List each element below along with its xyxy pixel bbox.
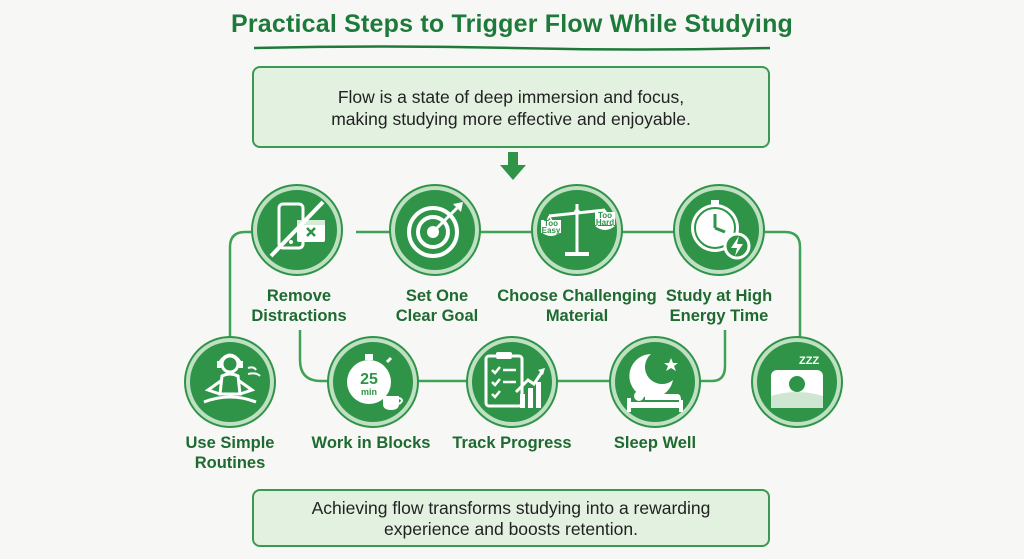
label-line-2: Clear Goal [395,307,479,325]
zzz-text: ZZZ [799,355,819,367]
step-label-sleep-well: Sleep Well [570,433,740,453]
label-line-1: Remove [266,287,332,305]
outro-line-2: experience and boosts retention. [384,519,638,539]
label-line-2: Material [545,307,609,325]
checklist-chart-icon [484,352,545,408]
step-high-energy-time [675,186,763,274]
step-sleeping-person: ZZZ [753,338,841,426]
step-track-progress [468,338,556,426]
step-set-goal [391,186,479,274]
label-line-2: Routines [194,454,266,472]
timer-value: 25 [360,371,378,388]
label-line-1: Set One [405,287,469,305]
label-line-1: Work in Blocks [311,434,431,452]
meditation-icon [203,353,261,404]
step-label-simple-routines: Use Simple Routines [145,433,315,473]
scale-label-too: Too [598,211,612,220]
timer-coffee-icon: 25 min [347,354,403,410]
title-underline [253,45,771,51]
clock-energy-icon [691,200,751,260]
intro-box: Flow is a state of deep immersion and fo… [252,66,770,148]
intro-line-2: making studying more effective and enjoy… [331,109,691,129]
step-label-challenging-material: Choose Challenging Material [492,286,662,326]
label-line-2: Distractions [251,307,347,325]
intro-line-1: Flow is a state of deep immersion and fo… [337,87,685,107]
step-remove-distractions [253,186,341,274]
step-challenging-material: Too Easy Too Hard [533,186,621,274]
step-label-high-energy-time: Study at High Energy Time [634,286,804,326]
down-arrow-icon [500,152,526,180]
timer-unit: min [361,387,377,397]
step-work-in-blocks: 25 min [329,338,417,426]
moon-bed-icon [627,354,683,412]
intro-text: Flow is a state of deep immersion and fo… [254,86,768,130]
label-line-1: Track Progress [452,434,572,452]
phone-distraction-icon [269,200,325,258]
step-simple-routines [186,338,274,426]
label-line-1: Choose Challenging [497,287,657,305]
scale-label-easy: Easy [542,226,561,235]
label-line-1: Study at High [665,287,773,305]
sleeping-person-icon: ZZZ [771,355,823,408]
step-label-set-goal: Set One Clear Goal [352,286,522,326]
outro-line-1: Achieving flow transforms studying into … [311,498,711,518]
step-label-work-in-blocks: Work in Blocks [286,433,456,453]
page-title: Practical Steps to Trigger Flow While St… [230,10,794,38]
step-label-track-progress: Track Progress [427,433,597,453]
step-sleep-well [611,338,699,426]
label-line-2: Energy Time [669,307,769,325]
label-line-1: Use Simple [185,434,275,452]
balance-scale-icon: Too Easy Too Hard [541,204,615,256]
step-label-remove-distractions: Remove Distractions [214,286,384,326]
scale-label-too: Too [544,219,558,228]
outro-box: Achieving flow transforms studying into … [252,489,770,547]
scale-label-hard: Hard [596,218,614,227]
target-icon [407,202,463,258]
outro-text: Achieving flow transforms studying into … [254,498,768,540]
label-line-1: Sleep Well [613,434,697,452]
